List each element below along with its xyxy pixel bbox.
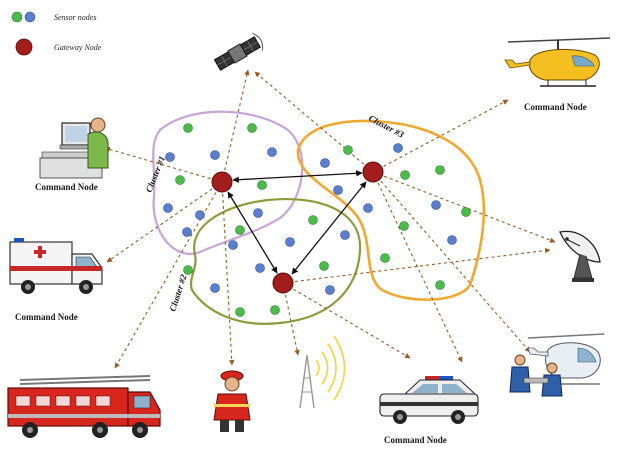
- legend-sensor-blue: [24, 11, 36, 23]
- sensor-node: [285, 237, 295, 247]
- gateway-link-1-2: [227, 191, 278, 274]
- external-links: [104, 69, 556, 369]
- fire-truck-icon: [7, 375, 161, 438]
- link: [254, 71, 374, 173]
- sensor-node: [319, 261, 329, 271]
- link: [372, 171, 531, 353]
- sensor-node: [255, 263, 265, 273]
- gateway-node-cluster-1: [211, 171, 233, 193]
- police-car-icon: [379, 376, 479, 424]
- computer-operator-icon: [39, 117, 109, 179]
- sensor-node: [183, 265, 193, 275]
- sensor-node: [210, 150, 220, 160]
- firefighter-icon: [213, 370, 251, 432]
- gateway-node-cluster-2: [272, 272, 294, 294]
- sensor-node: [183, 123, 193, 133]
- link: [372, 171, 463, 363]
- link: [372, 99, 509, 173]
- sensor-node: [165, 152, 175, 162]
- medevac-icon: [509, 333, 605, 397]
- legend-sensor-green: [11, 11, 23, 23]
- sensor-node: [325, 285, 335, 295]
- sensor-node: [257, 180, 267, 190]
- sensor-node: [340, 230, 350, 240]
- link: [282, 282, 411, 359]
- radio-tower-icon: [299, 335, 346, 409]
- link: [104, 146, 223, 183]
- link: [220, 69, 250, 183]
- command-node-label-police-car: Command Node: [384, 435, 447, 445]
- link: [282, 247, 551, 284]
- sensor-node: [399, 221, 409, 231]
- helicopter-icon: [504, 37, 611, 87]
- sensor-node: [431, 200, 441, 210]
- sensor-node: [235, 307, 245, 317]
- link: [221, 181, 235, 366]
- link: [282, 282, 300, 356]
- sensor-node: [343, 145, 353, 155]
- legend-gateway: [15, 38, 33, 56]
- link: [372, 171, 556, 243]
- sensor-node: [210, 283, 220, 293]
- gateway-link-3-2: [291, 181, 367, 275]
- cluster-2-boundary: [190, 198, 362, 325]
- sensor-node: [270, 305, 280, 315]
- sensor-node: [435, 165, 445, 175]
- sensor-node: [393, 143, 403, 153]
- ambulance-icon: [9, 238, 103, 294]
- sensor-node: [228, 240, 238, 250]
- sensor-node: [320, 158, 330, 168]
- gateway-node-cluster-3: [362, 161, 384, 183]
- command-node-label-helicopter: Command Node: [524, 102, 587, 112]
- cluster-3-label: Cluster #3: [367, 113, 406, 140]
- sensor-node: [253, 208, 263, 218]
- sensor-node: [247, 123, 257, 133]
- gateway-link-1-3: [232, 170, 363, 183]
- command-node-label-ambulance: Command Node: [15, 312, 78, 322]
- sensor-nodes: [163, 123, 471, 317]
- command-node-label-computer: Command Node: [35, 182, 98, 192]
- cluster-1-label: Cluster #1: [144, 155, 168, 194]
- legend-gateway-label: Gateway Node: [54, 43, 102, 52]
- sensor-node: [182, 227, 192, 237]
- sensor-node: [195, 210, 205, 220]
- sensor-node: [333, 185, 343, 195]
- link: [106, 181, 223, 263]
- sensor-node: [461, 207, 471, 217]
- cluster-2-label: Cluster #2: [167, 273, 188, 313]
- legend-sensor-label: Sensor nodes: [54, 13, 96, 22]
- sensor-node: [400, 170, 410, 180]
- sensor-node: [175, 175, 185, 185]
- satellite-dish-icon: [559, 230, 601, 282]
- sensor-node: [308, 215, 318, 225]
- sensor-node: [447, 235, 457, 245]
- gateway-links: [227, 170, 367, 275]
- satellite-icon: [213, 32, 264, 71]
- sensor-node: [235, 225, 245, 235]
- sensor-node: [363, 203, 373, 213]
- sensor-node: [267, 147, 277, 157]
- legend: Sensor nodes Gateway Node: [11, 11, 102, 56]
- sensor-node: [163, 203, 173, 213]
- sensor-node: [435, 280, 445, 290]
- sensor-node: [380, 253, 390, 263]
